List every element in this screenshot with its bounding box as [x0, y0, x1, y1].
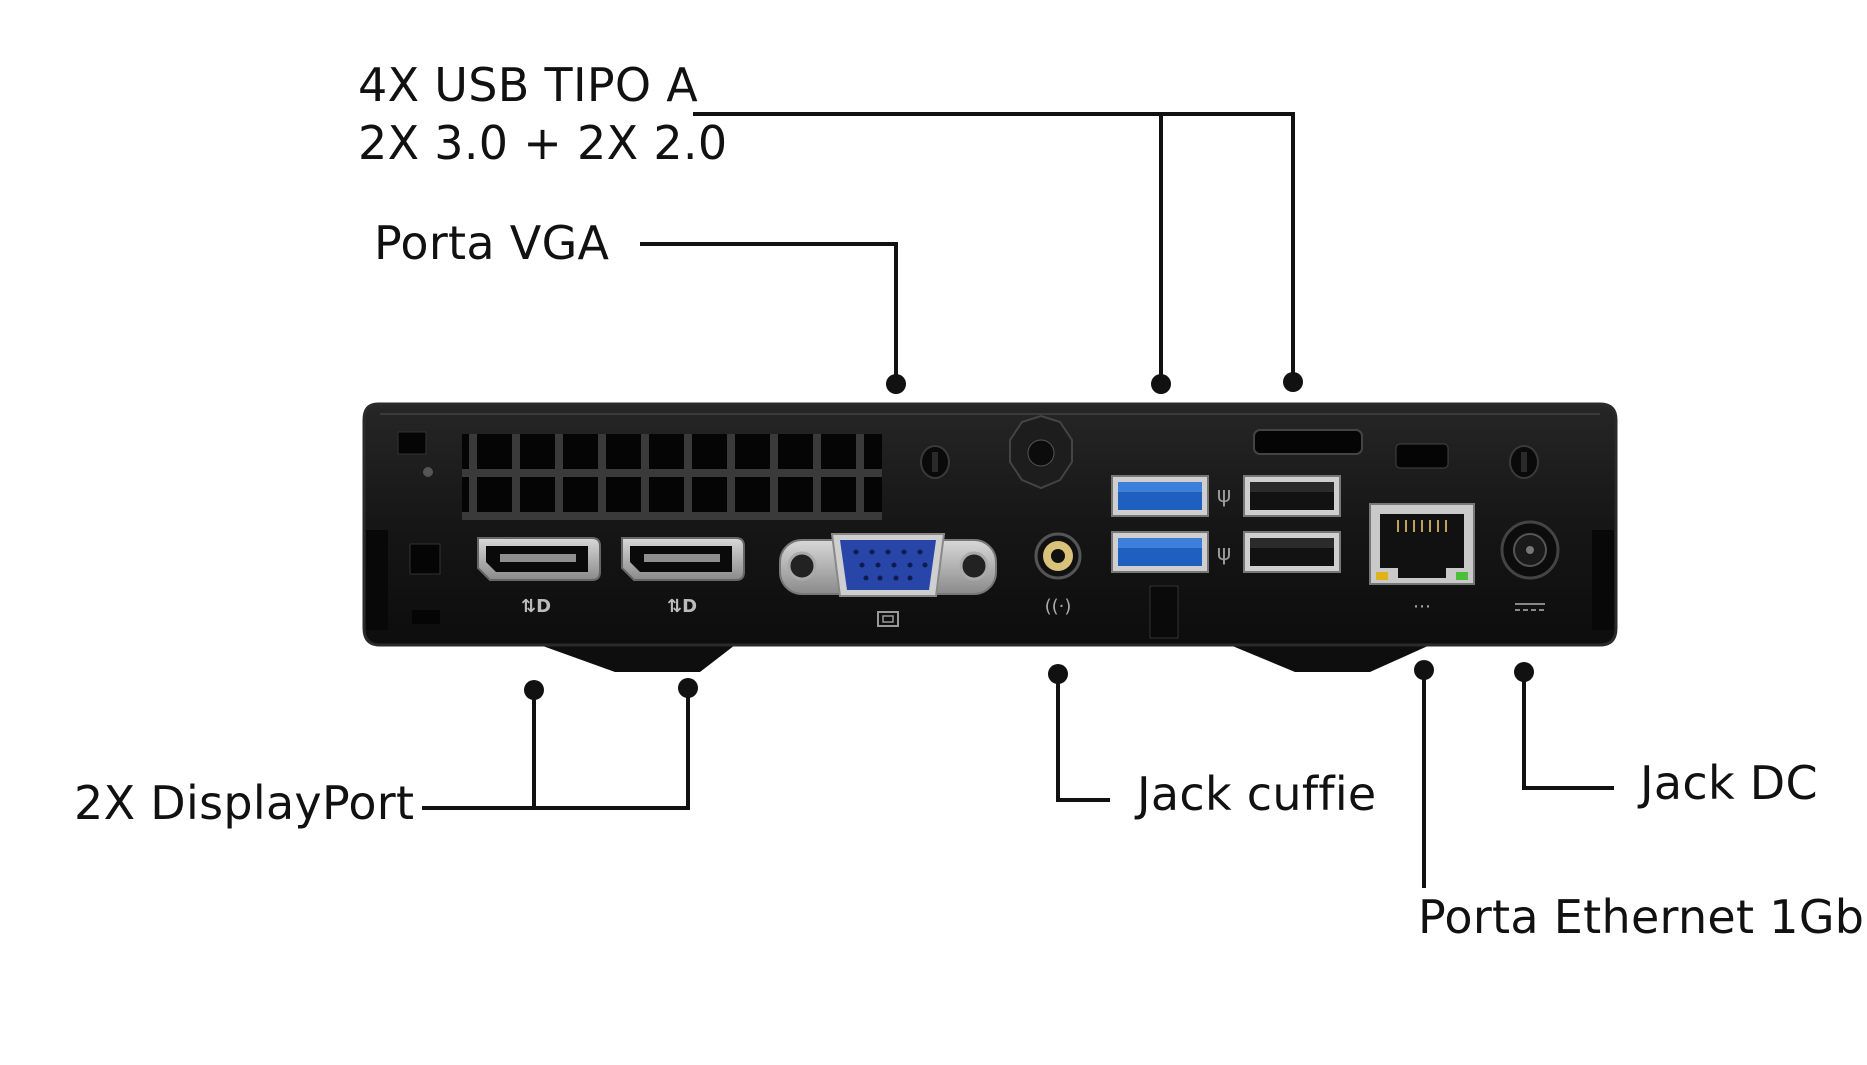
ethernet-label: Porta Ethernet 1Gb	[1418, 890, 1865, 944]
vga-label: Porta VGA	[374, 216, 610, 270]
svg-text:⇅D: ⇅D	[667, 596, 697, 617]
displayport-callout-line	[422, 688, 690, 810]
headphone-jack: ((·)	[1034, 532, 1082, 617]
usb3-port-bottom	[1111, 531, 1209, 573]
right-foot	[1230, 645, 1430, 672]
left-side-notch	[366, 530, 388, 630]
svg-text:⋯: ⋯	[1413, 596, 1431, 617]
usb-label-line2: 2X 3.0 + 2X 2.0	[358, 116, 728, 170]
usb-divider-tab	[1149, 585, 1179, 639]
thumbscrew	[1009, 414, 1073, 490]
kensington-slot	[1395, 443, 1449, 469]
usb-label: 4X USB TIPO A 2X 3.0 + 2X 2.0	[358, 56, 727, 172]
lock-slot-top	[397, 431, 427, 455]
callout-lines	[422, 112, 1614, 888]
usb-icon: ψ	[1217, 483, 1232, 508]
dc-jack-label: Jack DC	[1640, 756, 1818, 810]
vent-grille	[462, 434, 882, 520]
displayport-2: ⇅D	[621, 537, 745, 617]
displayport-label: 2X DisplayPort	[74, 776, 415, 830]
vga-callout-line	[640, 242, 898, 384]
headphone-callout-line	[1056, 674, 1110, 802]
dc-callout-line	[1522, 672, 1614, 790]
vga-port	[779, 533, 997, 627]
right-side-notch	[1592, 530, 1614, 630]
usb2-port-bottom	[1243, 531, 1341, 573]
usb-label-line1: 4X USB TIPO A	[358, 58, 699, 112]
svg-text:⇅D: ⇅D	[521, 596, 551, 617]
dc-jack	[1500, 520, 1560, 611]
usb-callout-line	[693, 112, 1295, 384]
usb3-port-top	[1111, 475, 1209, 517]
lock-slot-bottom	[409, 543, 441, 575]
displayport-1: ⇅D	[477, 537, 601, 617]
svg-text:ψ: ψ	[1217, 541, 1232, 566]
usb2-port-top	[1243, 475, 1341, 517]
callout-dots	[524, 372, 1534, 700]
svg-text:((·): ((·)	[1045, 596, 1072, 617]
antenna-slot	[1253, 429, 1363, 455]
headphone-jack-label: Jack cuffie	[1137, 767, 1377, 821]
left-foot	[540, 645, 735, 672]
ethernet-port: ⋯	[1369, 503, 1475, 617]
